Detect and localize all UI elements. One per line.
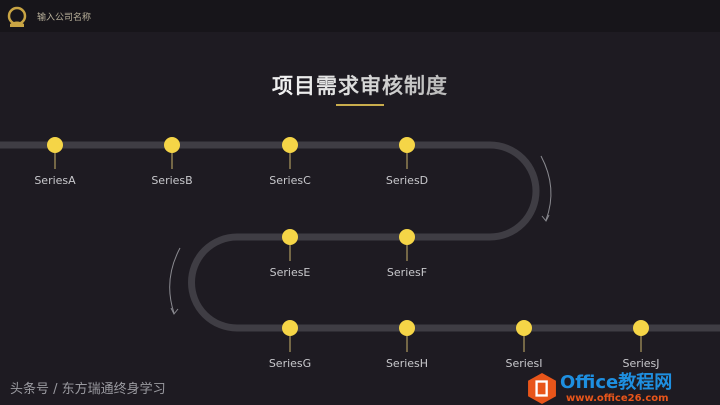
top-bar: 输入公司名称 <box>0 0 720 32</box>
company-logo-icon <box>7 6 27 27</box>
watermark-url: www.office26.com <box>566 393 669 404</box>
milestone-label: SeriesH <box>385 357 429 370</box>
milestone-label: SeriesJ <box>622 357 660 370</box>
milestone-dot[interactable] <box>47 137 63 153</box>
milestone-dot[interactable] <box>516 320 532 336</box>
milestone-label: SeriesF <box>386 266 428 279</box>
arrow-left-icon <box>169 247 181 314</box>
milestone-label: SeriesI <box>505 357 543 370</box>
page-title: 项目需求审核制度 <box>0 70 720 100</box>
track-path <box>0 141 720 332</box>
milestone-label: SeriesD <box>385 174 429 187</box>
milestone-dot[interactable] <box>282 320 298 336</box>
milestone-label: SeriesA <box>34 174 76 187</box>
milestone-dot[interactable] <box>633 320 649 336</box>
office-logo-icon <box>528 373 556 404</box>
milestone-dot[interactable] <box>399 320 415 336</box>
milestone-dot[interactable] <box>282 137 298 153</box>
title-underline <box>336 104 384 106</box>
milestone-label: SeriesC <box>269 174 311 187</box>
company-name[interactable]: 输入公司名称 <box>37 13 92 23</box>
milestone-label: SeriesG <box>268 357 312 370</box>
milestone-dot[interactable] <box>282 229 298 245</box>
milestone-dot[interactable] <box>399 137 415 153</box>
watermark-text: 头条号 / 东方瑞通终身学习 <box>10 382 166 397</box>
milestone-dot[interactable] <box>399 229 415 245</box>
milestone-label: SeriesB <box>151 174 193 187</box>
arrow-right-icon <box>540 155 552 221</box>
watermark-brand: Office教程网 <box>560 372 673 393</box>
milestone-label: SeriesE <box>269 266 311 279</box>
milestone-dot[interactable] <box>164 137 180 153</box>
